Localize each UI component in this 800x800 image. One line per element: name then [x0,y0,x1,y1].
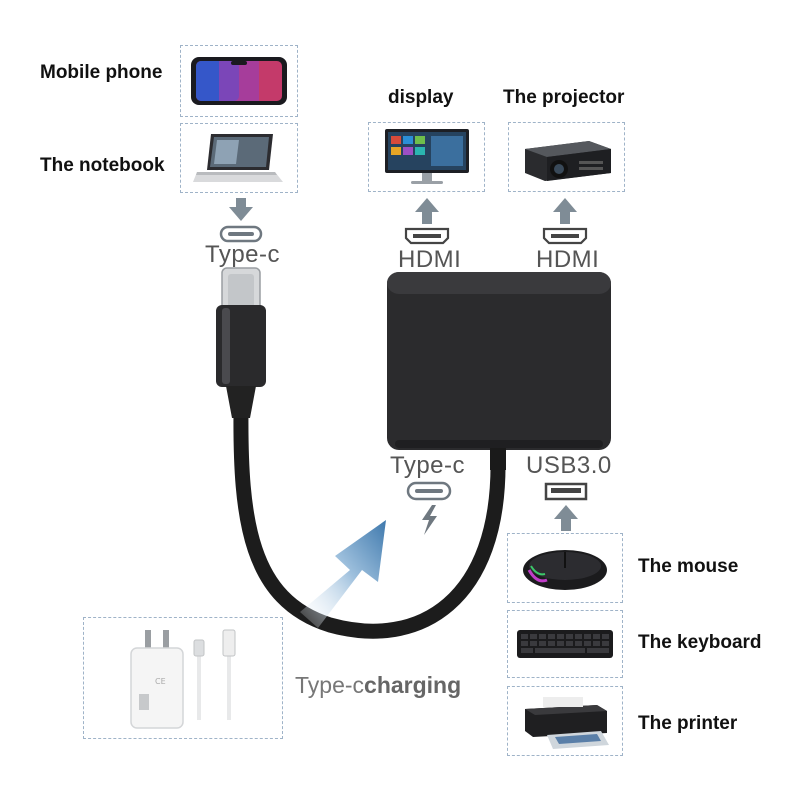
svg-text:CE: CE [155,677,166,686]
charger-icon: CE [130,629,236,729]
usb-port-icon [544,482,588,501]
projector-label: The projector [503,87,625,108]
lightning-icon [422,505,437,535]
notebook-image [180,123,298,193]
notebook-label: The notebook [40,155,165,176]
hdmi-label-1: HDMI [398,246,462,273]
mouse-icon [523,550,607,590]
mouse-label: The mouse [638,556,739,577]
hdmi-port-icon [404,227,450,245]
mobile-phone-label: Mobile phone [40,62,163,83]
arrow-up-icon [554,505,578,531]
charging-label-suffix: charging [364,672,462,698]
typec-pd-port-icon [406,481,452,501]
projector-icon [524,141,611,181]
arrow-down-icon [229,198,253,221]
printer-image [507,686,623,756]
printer-icon [525,697,609,749]
mouse-image [507,533,623,603]
typec-port-icon [219,225,263,243]
cable [233,402,506,639]
display-label: display [388,87,454,108]
charging-arrow-icon [300,520,386,628]
projector-image [508,122,625,192]
charging-label: Type-ccharging [295,672,461,699]
pd-typec-label: Type-c [390,452,466,479]
usb-label: USB3.0 [526,452,612,479]
arrow-up-icon [415,198,439,224]
mobile-phone-icon [191,57,287,105]
input-typec-label: Type-c [205,241,281,268]
charger-image: CE [83,617,283,739]
monitor-icon [384,129,469,184]
printer-label: The printer [638,713,738,734]
arrow-up-icon [553,198,577,224]
keyboard-image [507,610,623,678]
charging-label-prefix: Type-c [295,672,365,698]
keyboard-icon [517,630,613,658]
hdmi-port-icon [542,227,588,245]
keyboard-label: The keyboard [638,632,762,653]
adapter-body [387,272,611,450]
laptop-icon [193,134,283,182]
mobile-phone-image [180,45,298,117]
display-image [368,122,485,192]
hdmi-label-2: HDMI [536,246,600,273]
